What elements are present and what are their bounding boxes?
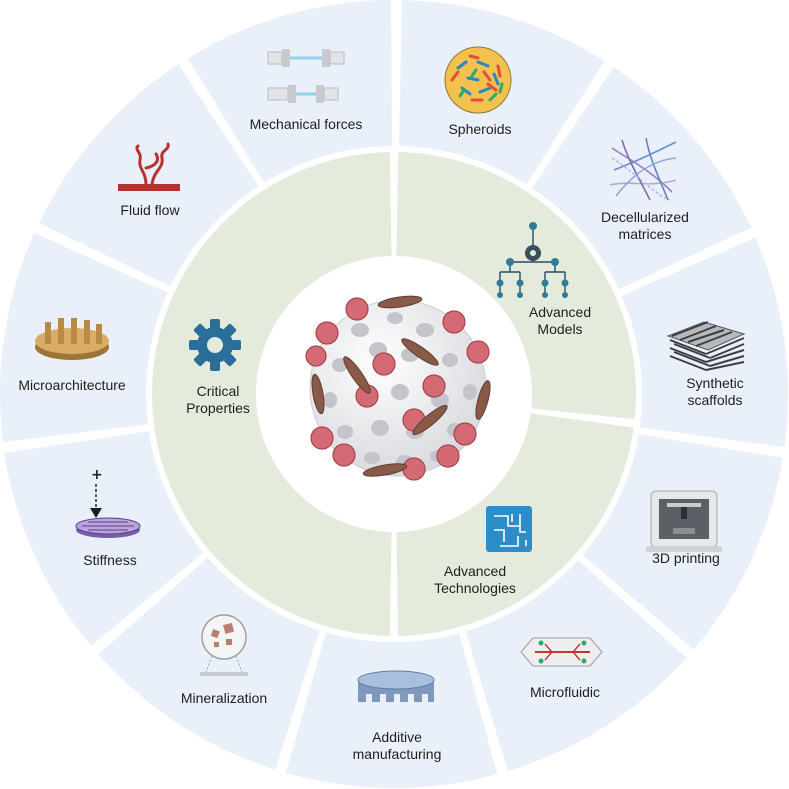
segment-fluid-flow <box>39 64 259 287</box>
mechanical-forces-label: Mechanical forces <box>249 116 363 132</box>
microfluidic-label: Microfluidic <box>529 684 600 700</box>
spheroids-label: Spheroids <box>448 121 512 137</box>
critical-properties-label: Critical Properties <box>186 383 250 416</box>
mineralization-label: Mineralization <box>180 690 268 706</box>
cylinder-scaffold-icon <box>357 670 435 702</box>
grooved-disc-icon <box>35 318 109 360</box>
woodpile-scaffold-icon <box>666 321 746 371</box>
section-advanced-models <box>396 152 636 420</box>
synthetic-scaffolds-label: Synthetic scaffolds <box>686 375 744 408</box>
microarchitecture-label: Microarchitecture <box>18 377 126 393</box>
additive-manufacturing-label: Additive manufacturing <box>352 729 442 762</box>
network-gear-icon <box>496 222 569 298</box>
segment-stiffness <box>4 431 204 646</box>
vessel-network-icon <box>118 142 180 191</box>
mineral-crystals-icon <box>200 614 248 676</box>
indentation-mesh-icon: + <box>75 467 141 538</box>
microfluidic-chip-icon <box>520 637 603 667</box>
stiffness-label: Stiffness <box>83 552 137 568</box>
3d-printing-label: 3D printing <box>652 550 720 566</box>
fiber-matrix-icon <box>609 137 677 201</box>
bioreactor-stretch-icon <box>267 49 345 103</box>
gear-icon <box>189 319 241 371</box>
svg-text:+: + <box>91 467 103 483</box>
advanced-models-label: Advanced Models <box>528 304 592 337</box>
section-critical-properties <box>152 152 392 636</box>
fluid-flow-label: Fluid flow <box>120 202 180 218</box>
circuit-chip-icon <box>486 506 532 552</box>
segment-additive-manufacturing <box>285 632 498 789</box>
cellular-spheroid-icon <box>305 295 491 481</box>
spheroid-icon <box>444 46 512 114</box>
decellularized-matrices-label: Decellularized matrices <box>601 209 689 242</box>
3d-printer-icon <box>646 490 722 552</box>
segment-decellularized-matrices <box>532 66 752 290</box>
advanced-technologies-label: Advanced Technologies <box>434 563 516 596</box>
